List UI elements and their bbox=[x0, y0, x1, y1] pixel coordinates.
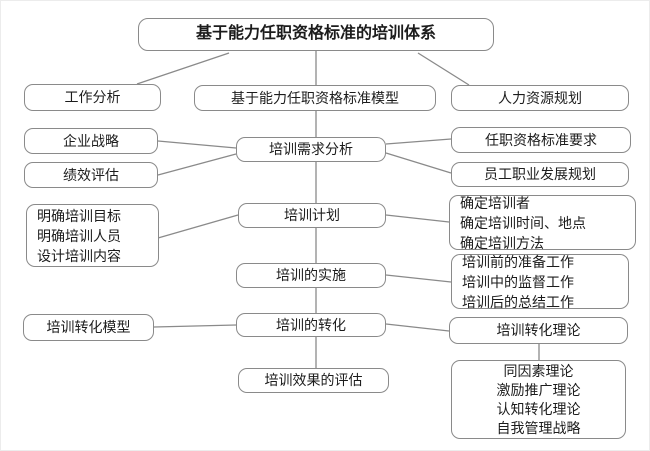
node-implementation: 培训的实施 bbox=[236, 263, 386, 288]
node-job-analysis: 工作分析 bbox=[24, 84, 161, 111]
impl-right-line-2: 培训中的监督工作 bbox=[462, 273, 574, 290]
plan-left-line-1: 明确培训目标 bbox=[37, 207, 121, 224]
theory-line-4: 自我管理战略 bbox=[496, 419, 581, 436]
theory-line-1: 同因素理论 bbox=[503, 362, 574, 379]
node-qualification-model: 基于能力任职资格标准模型 bbox=[194, 85, 436, 111]
impl-right-line-3: 培训后的总结工作 bbox=[462, 293, 574, 310]
node-evaluation: 培训效果的评估 bbox=[238, 368, 389, 393]
plan-left-line-2: 明确培训人员 bbox=[37, 227, 121, 244]
node-career-planning: 员工职业发展规划 bbox=[451, 162, 629, 187]
plan-left-line-3: 设计培训内容 bbox=[37, 247, 121, 264]
node-transfer-theory: 培训转化理论 bbox=[449, 317, 628, 344]
node-training-plan: 培训计划 bbox=[238, 203, 386, 228]
plan-right-line-3: 确定培训方法 bbox=[460, 234, 544, 251]
node-needs-analysis: 培训需求分析 bbox=[236, 137, 386, 162]
node-performance-eval: 绩效评估 bbox=[24, 162, 158, 188]
plan-right-line-1: 确定培训者 bbox=[460, 194, 530, 211]
node-theories-list: 同因素理论 激励推广理论 认知转化理论 自我管理战略 bbox=[451, 360, 626, 439]
node-hr-planning: 人力资源规划 bbox=[451, 85, 629, 111]
plan-right-line-2: 确定培训时间、地点 bbox=[460, 214, 586, 231]
node-transfer-model: 培训转化模型 bbox=[23, 314, 154, 341]
node-title: 基于能力任职资格标准的培训体系 bbox=[138, 18, 494, 51]
node-qualification-requirements: 任职资格标准要求 bbox=[451, 127, 631, 153]
node-plan-left-tasks: 明确培训目标 明确培训人员 设计培训内容 bbox=[26, 204, 159, 267]
theory-line-3: 认知转化理论 bbox=[496, 400, 581, 417]
node-corporate-strategy: 企业战略 bbox=[24, 128, 158, 154]
impl-right-line-1: 培训前的准备工作 bbox=[462, 253, 574, 270]
node-plan-right-tasks: 确定培训者 确定培训时间、地点 确定培训方法 bbox=[449, 194, 636, 251]
node-transfer: 培训的转化 bbox=[236, 313, 386, 337]
node-implementation-tasks: 培训前的准备工作 培训中的监督工作 培训后的总结工作 bbox=[451, 253, 629, 310]
theory-line-2: 激励推广理论 bbox=[496, 381, 581, 398]
